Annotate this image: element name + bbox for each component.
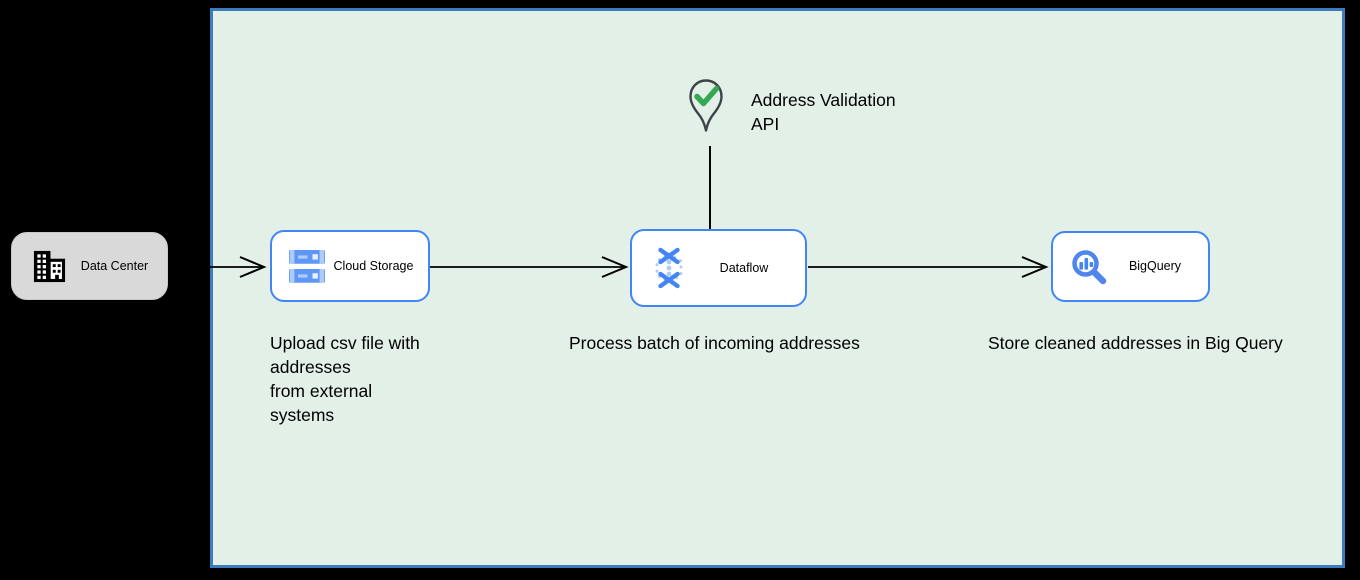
dataflow-icon — [649, 247, 689, 289]
bigquery-icon — [1070, 248, 1108, 286]
address-validation-label: Address Validation API — [751, 90, 896, 134]
caption-process-batch: Process batch of incoming addresses — [569, 333, 860, 353]
map-pin-check-icon[interactable] — [686, 77, 726, 137]
node-cloud-storage[interactable]: Cloud Storage — [270, 230, 430, 302]
cloud-storage-icon — [289, 249, 325, 283]
node-label-dataflow: Dataflow — [719, 260, 769, 275]
node-data-center[interactable]: Data Center — [11, 232, 168, 300]
caption-upload-csv: Upload csv file with addresses from exte… — [270, 333, 420, 425]
building-icon — [31, 249, 68, 284]
node-dataflow[interactable]: Dataflow — [630, 229, 807, 307]
caption-store-bigquery: Store cleaned addresses in Big Query — [988, 333, 1283, 353]
node-label-cloud-storage: Cloud Storage — [333, 258, 414, 273]
node-label-bigquery: BigQuery — [1128, 259, 1182, 273]
node-bigquery[interactable]: BigQuery — [1051, 231, 1210, 302]
node-label-data-center: Data Center — [80, 258, 149, 273]
